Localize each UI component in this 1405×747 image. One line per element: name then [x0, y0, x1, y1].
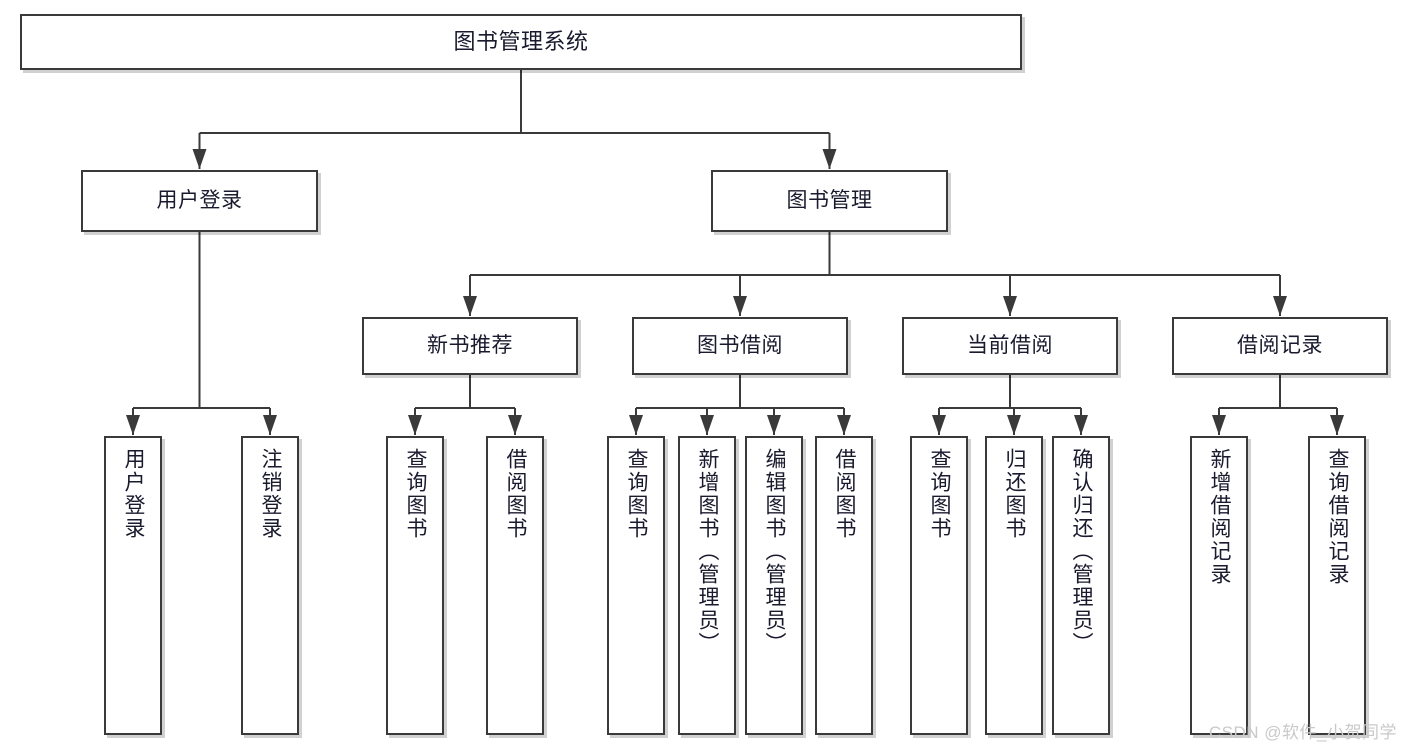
node-leaf-add-book[interactable]: 新增图书（管理员）: [678, 436, 736, 735]
arrowhead: [1003, 296, 1017, 316]
node-label: 新增借阅记录: [1208, 448, 1232, 586]
node-leaf-query-book-1[interactable]: 查询图书: [386, 436, 444, 735]
node-label: 查询借阅记录: [1326, 448, 1350, 586]
node-book-borrow[interactable]: 图书借阅: [632, 317, 848, 375]
node-leaf-query-record[interactable]: 查询借阅记录: [1308, 436, 1366, 735]
arrowhead: [767, 415, 781, 435]
node-leaf-edit-book[interactable]: 编辑图书（管理员）: [745, 436, 803, 735]
arrowhead: [463, 296, 477, 316]
arrowhead: [629, 415, 643, 435]
node-label: 当前借阅: [967, 333, 1053, 357]
node-leaf-query-book-2[interactable]: 查询图书: [607, 436, 665, 735]
arrowhead: [1212, 415, 1226, 435]
node-current-borrow[interactable]: 当前借阅: [902, 317, 1118, 375]
node-leaf-borrow-book-2[interactable]: 借阅图书: [815, 436, 873, 735]
node-label: 图书管理系统: [453, 29, 589, 55]
node-label: 借阅记录: [1237, 333, 1323, 357]
node-user-login[interactable]: 用户登录: [81, 170, 318, 232]
node-label: 图书借阅: [697, 333, 783, 357]
arrowhead: [1074, 415, 1088, 435]
node-label: 查询图书: [928, 448, 952, 540]
node-book-manage[interactable]: 图书管理: [711, 170, 948, 232]
node-label: 新增图书（管理员）: [696, 448, 720, 655]
node-label: 注销登录: [259, 448, 283, 540]
arrowhead: [837, 415, 851, 435]
node-label: 归还图书: [1003, 448, 1027, 540]
node-leaf-return-book[interactable]: 归还图书: [985, 436, 1043, 735]
node-label: 确认归还（管理员）: [1070, 448, 1094, 655]
node-label: 借阅图书: [504, 448, 528, 540]
node-borrow-record[interactable]: 借阅记录: [1172, 317, 1388, 375]
node-label: 查询图书: [625, 448, 649, 540]
arrowhead: [1273, 296, 1287, 316]
node-label: 编辑图书（管理员）: [763, 448, 787, 655]
node-root[interactable]: 图书管理系统: [20, 14, 1022, 70]
arrowhead: [192, 149, 207, 169]
node-leaf-confirm-return[interactable]: 确认归还（管理员）: [1052, 436, 1110, 735]
arrowhead: [408, 415, 422, 435]
arrowhead: [1330, 415, 1344, 435]
node-leaf-user-login[interactable]: 用户登录: [104, 436, 162, 735]
arrowhead: [1007, 415, 1021, 435]
node-new-book-rec[interactable]: 新书推荐: [362, 317, 578, 375]
node-label: 查询图书: [404, 448, 428, 540]
arrowhead: [932, 415, 946, 435]
node-label: 用户登录: [156, 188, 243, 212]
node-leaf-query-book-3[interactable]: 查询图书: [910, 436, 968, 735]
node-label: 图书管理: [786, 188, 873, 212]
arrowhead: [733, 296, 747, 316]
node-leaf-logout[interactable]: 注销登录: [241, 436, 299, 735]
node-leaf-add-record[interactable]: 新增借阅记录: [1190, 436, 1248, 735]
node-label: 借阅图书: [833, 448, 857, 540]
arrowhead: [126, 415, 140, 435]
arrowhead: [263, 415, 277, 435]
node-label: 用户登录: [122, 448, 146, 540]
watermark: CSDN @软件_小贺同学: [1208, 723, 1397, 742]
node-label: 新书推荐: [427, 333, 513, 357]
arrowhead: [700, 415, 714, 435]
arrowhead: [822, 149, 837, 169]
node-leaf-borrow-book-1[interactable]: 借阅图书: [486, 436, 544, 735]
arrowhead: [508, 415, 522, 435]
